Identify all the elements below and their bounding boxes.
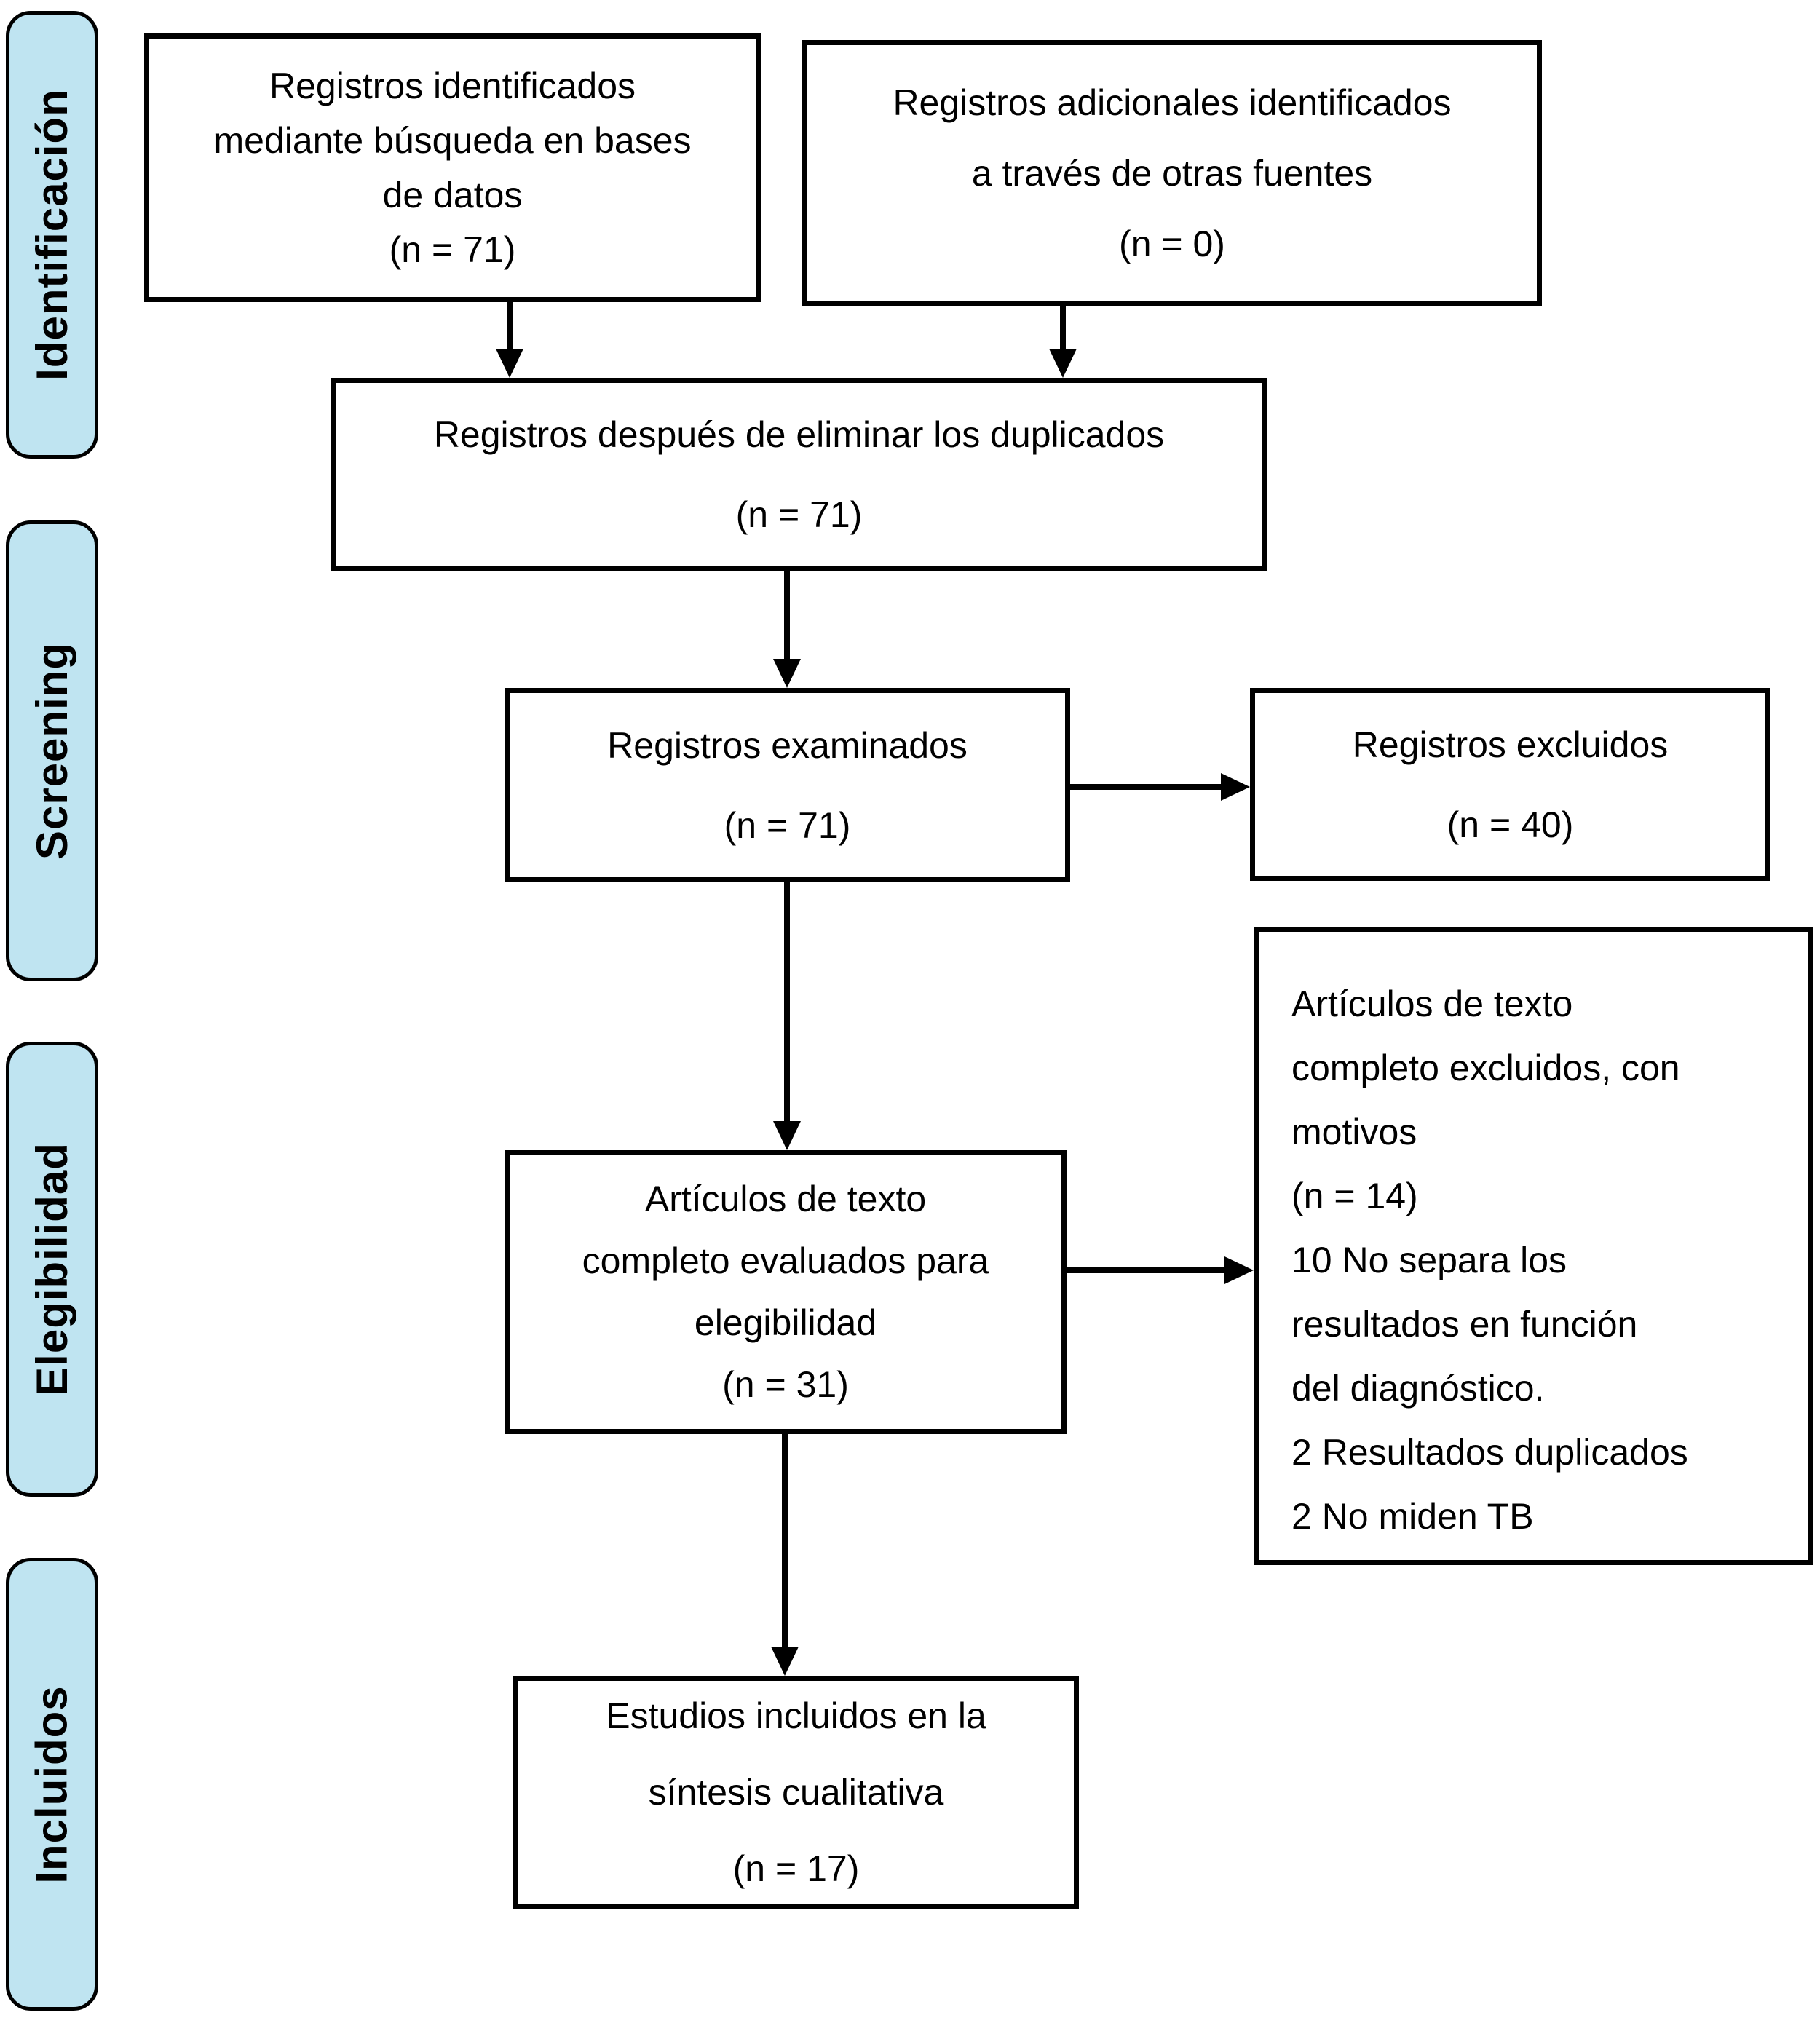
stage-identification: Identificación (6, 11, 98, 459)
box-text-line: Artículos de texto (1291, 983, 1573, 1024)
box-studies-included: Estudios incluidos en la síntesis cualit… (513, 1676, 1079, 1909)
box-text-line: elegibilidad (694, 1302, 877, 1343)
box-count-line: (n = 40) (1447, 804, 1574, 845)
box-count-line: (n = 71) (724, 804, 851, 846)
stage-eligibility: Elegibilidad (6, 1042, 98, 1497)
box-text-line: de datos (382, 174, 523, 215)
stage-screening-label: Screening (28, 641, 77, 860)
box-count-line: (n = 71) (735, 494, 863, 535)
box-reason-line: resultados en función (1291, 1304, 1638, 1345)
box-count-line: (n = 14) (1291, 1176, 1418, 1216)
arrow-screened-to-fulltext-shaft (784, 882, 790, 1123)
box-text-line: Registros identificados (269, 65, 636, 106)
box-records-identified-databases: Registros identificados mediante búsqued… (144, 33, 761, 302)
box-reason-line: 10 No separa los (1291, 1240, 1567, 1280)
arrow-databases-to-dedup-shaft (507, 302, 513, 350)
box-text-line: motivos (1291, 1112, 1417, 1152)
arrow-databases-to-dedup-head (496, 349, 523, 378)
box-text-line: mediante búsqueda en bases (213, 119, 692, 161)
box-records-excluded: Registros excluidos (n = 40) (1250, 688, 1770, 881)
arrow-othersources-to-dedup-shaft (1060, 306, 1066, 350)
stage-included: Incluidos (6, 1558, 98, 2011)
arrow-dedup-to-screened-head (773, 659, 801, 688)
arrow-screened-to-fulltext-head (773, 1121, 801, 1150)
box-text-line: completo evaluados para (582, 1240, 989, 1281)
box-text-line: Registros excluidos (1352, 724, 1669, 765)
arrow-fulltext-to-included-shaft (782, 1434, 788, 1648)
box-fulltext-excluded-reasons: Artículos de texto completo excluidos, c… (1254, 927, 1813, 1565)
box-reason-line: 2 Resultados duplicados (1291, 1432, 1688, 1473)
arrow-fulltext-to-reasons-shaft (1067, 1267, 1226, 1273)
arrow-fulltext-to-included-head (771, 1647, 799, 1676)
box-records-other-sources: Registros adicionales identificados a tr… (802, 40, 1542, 306)
box-count-line: (n = 71) (389, 229, 516, 270)
arrow-dedup-to-screened-shaft (784, 571, 790, 660)
box-text-line: Registros adicionales identificados (893, 82, 1452, 123)
box-count-line: (n = 31) (722, 1364, 849, 1405)
arrow-screened-to-excluded-head (1221, 773, 1250, 801)
box-count-line: (n = 0) (1119, 223, 1225, 264)
box-text-line: Artículos de texto (644, 1179, 927, 1219)
arrow-othersources-to-dedup-head (1049, 349, 1077, 378)
arrow-fulltext-to-reasons-head (1224, 1256, 1254, 1284)
box-count-line: (n = 17) (732, 1848, 860, 1889)
arrow-screened-to-excluded-shaft (1070, 784, 1222, 790)
box-text-line: completo excluidos, con (1291, 1048, 1680, 1088)
box-fulltext-assessed: Artículos de texto completo evaluados pa… (505, 1150, 1067, 1434)
stage-identification-label: Identificación (28, 89, 76, 381)
stage-included-label: Incluidos (28, 1684, 77, 1884)
box-reason-line: 2 No miden TB (1291, 1496, 1534, 1537)
box-text-line: Estudios incluidos en la (606, 1695, 986, 1736)
box-text-line: a través de otras fuentes (971, 152, 1373, 194)
box-records-after-duplicates: Registros después de eliminar los duplic… (331, 378, 1267, 571)
box-text-line: síntesis cualitativa (648, 1771, 944, 1813)
box-text-line: Registros después de eliminar los duplic… (433, 413, 1165, 455)
stage-eligibility-label: Elegibilidad (28, 1142, 76, 1396)
box-reason-line: del diagnóstico. (1291, 1368, 1545, 1409)
stage-screening: Screening (6, 520, 98, 981)
box-text-line: Registros examinados (607, 724, 968, 766)
box-records-screened: Registros examinados (n = 71) (505, 688, 1070, 882)
